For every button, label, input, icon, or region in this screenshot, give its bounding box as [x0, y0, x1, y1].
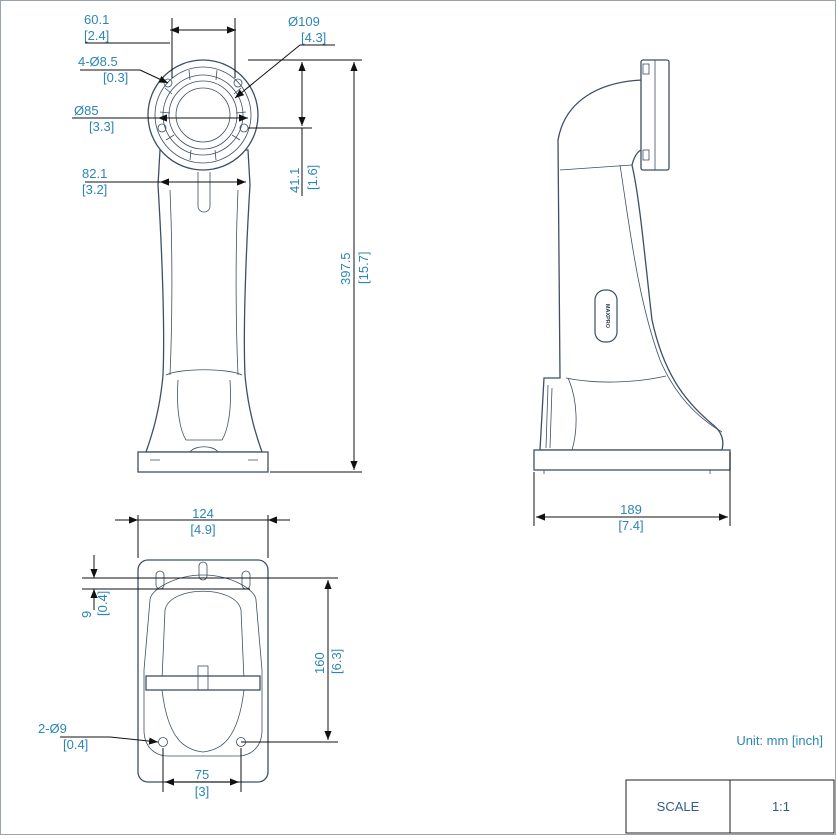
holes-mm: 4-Ø8.5 — [78, 54, 118, 69]
base-holes-mm: 2-Ø9 — [38, 721, 67, 736]
front-dimensions — [72, 18, 362, 473]
title-block: SCALE 1:1 — [625, 779, 835, 834]
side-view: MAXPRO — [533, 59, 731, 474]
arm-body-side — [539, 79, 724, 451]
slot-center — [198, 561, 208, 581]
base-plate — [137, 559, 269, 783]
unit-note: Unit: mm [inch] — [736, 733, 823, 748]
bracket-bar — [145, 675, 261, 691]
plate-height-in: [6.3] — [329, 649, 344, 674]
hole-spacing-mm: 75 — [195, 767, 209, 782]
bottom-view — [137, 559, 269, 783]
top-flange — [147, 59, 259, 171]
offset-mm: 41.1 — [287, 168, 302, 193]
bottom-dimensions — [60, 515, 338, 792]
brand-logo-text: MAXPRO — [604, 304, 610, 329]
plate-width-in: [4.9] — [190, 522, 215, 537]
top-width-mm: 60.1 — [84, 12, 109, 27]
height-in: [15.7] — [356, 251, 371, 284]
top-dia-in: [4.3] — [301, 30, 326, 45]
base-hole-left — [158, 737, 168, 747]
depth-in: [7.4] — [618, 518, 643, 533]
scale-label: SCALE — [657, 799, 700, 814]
scale-value: 1:1 — [772, 799, 790, 814]
plate-height-mm: 160 — [312, 652, 327, 674]
top-width-in: [2.4] — [84, 28, 109, 43]
slot-in: [0.4] — [95, 591, 110, 616]
base-holes-in: [0.4] — [63, 737, 88, 752]
depth-mm: 189 — [620, 502, 642, 517]
mount-hole-2 — [233, 78, 243, 88]
bottom-width-in: [3.2] — [82, 182, 107, 197]
plate-width-mm: 124 — [192, 506, 214, 521]
dimension-labels: 60.1 [2.4] Ø109 [4.3] 4-Ø8.5 [0.3] Ø85 [… — [38, 12, 644, 799]
inner-dia-in: [3.3] — [89, 119, 114, 134]
top-dia-mm: Ø109 — [288, 14, 320, 29]
side-dimensions — [533, 452, 731, 526]
brand-logo: MAXPRO — [594, 289, 618, 343]
height-mm: 397.5 — [338, 252, 353, 285]
mount-hole-3 — [157, 123, 167, 133]
front-view — [137, 59, 269, 473]
inner-dia-mm: Ø85 — [74, 103, 99, 118]
slot-mm: 9 — [79, 611, 94, 618]
arm-body-front — [145, 149, 263, 453]
bottom-width-mm: 82.1 — [82, 166, 107, 181]
holes-in: [0.3] — [103, 70, 128, 85]
base-foot-side — [533, 449, 731, 471]
mount-hole-1 — [163, 78, 173, 88]
hole-spacing-in: [3] — [195, 784, 209, 799]
base-foot-front — [137, 451, 269, 473]
offset-in: [1.6] — [305, 165, 320, 190]
